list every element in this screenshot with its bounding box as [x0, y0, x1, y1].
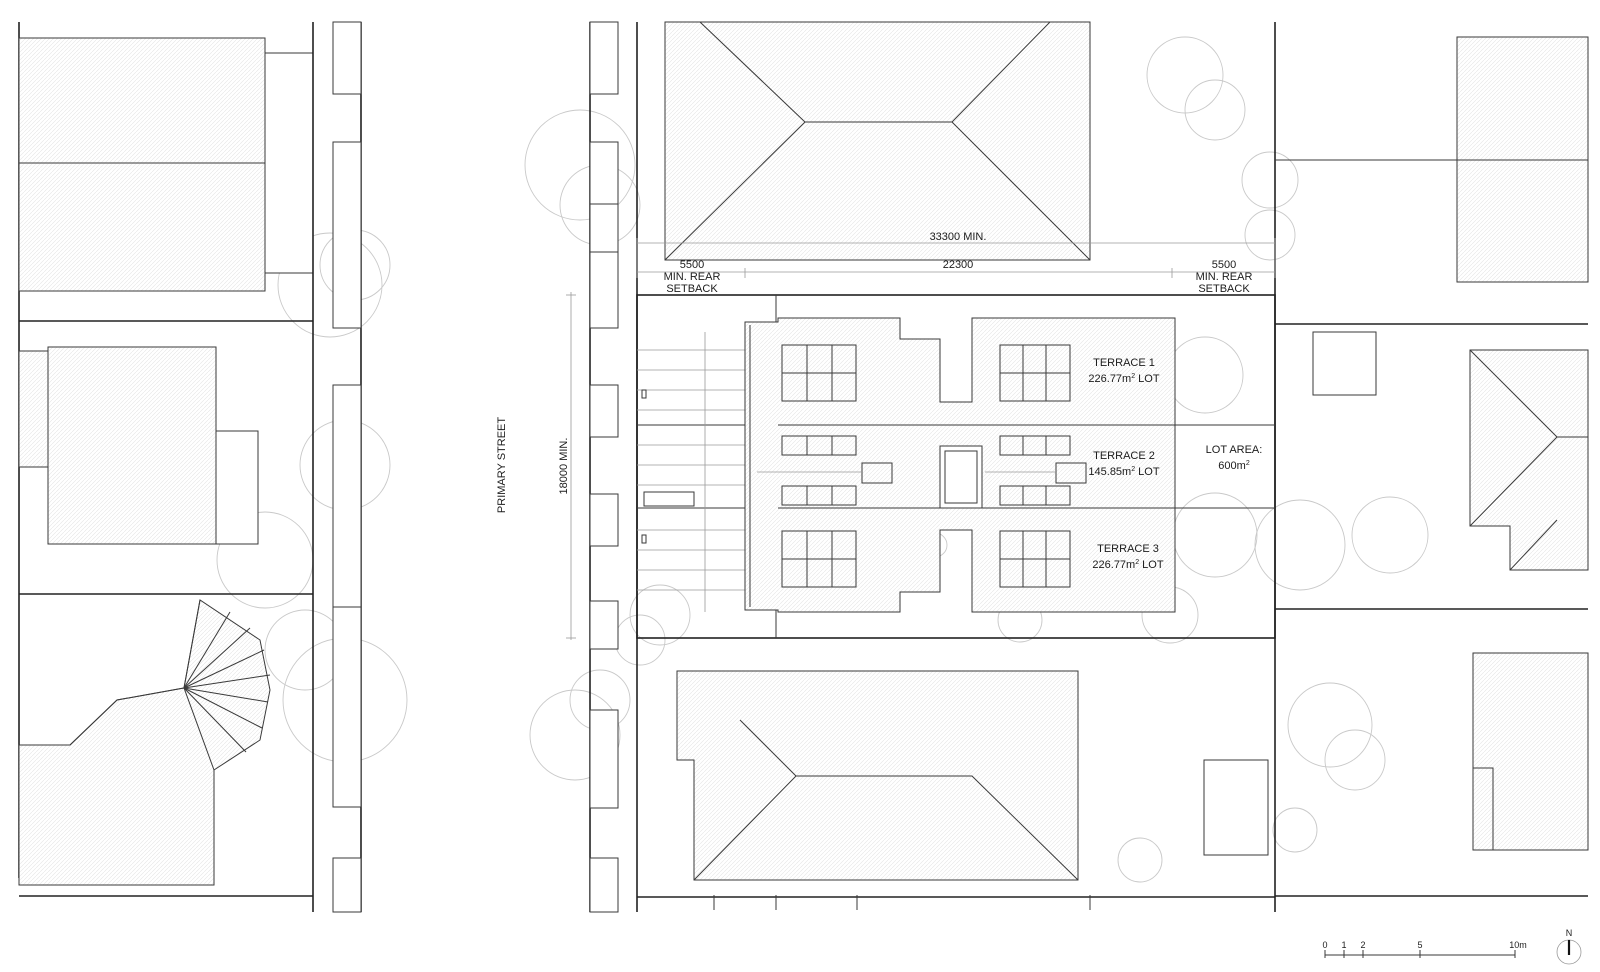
overall-dimension-label: 33300 MIN.	[930, 231, 987, 243]
terrace-2-area: 145.85m2 LOT	[1088, 466, 1159, 478]
terrace-1-area: 226.77m2 LOT	[1088, 373, 1159, 385]
scale-tick-5: 5	[1417, 940, 1422, 950]
setback-left-line2: SETBACK	[666, 283, 718, 295]
north-label: N	[1566, 928, 1573, 938]
setback-right-line1: MIN. REAR	[1196, 271, 1253, 283]
setback-left-value: 5500	[680, 259, 704, 271]
south-neighbour-house	[637, 670, 1275, 910]
lot-area-value: 600m2	[1218, 460, 1250, 472]
terrace-3-name: TERRACE 3	[1097, 543, 1159, 555]
north-arrow-icon: N	[1556, 928, 1582, 965]
subject-site	[636, 294, 1276, 639]
street-footpaths	[312, 21, 638, 913]
scale-tick-0: 0	[1322, 940, 1327, 950]
street-label: PRIMARY STREET	[496, 417, 508, 513]
north-neighbour-house	[664, 21, 1091, 261]
right-neighbour-lots	[1274, 22, 1589, 912]
terrace-2-name: TERRACE 2	[1093, 450, 1155, 462]
setback-right-value: 5500	[1212, 259, 1236, 271]
terrace-3-area: 226.77m2 LOT	[1092, 559, 1163, 571]
scale-tick-10: 10m	[1509, 940, 1527, 950]
middle-dimension-label: 22300	[943, 259, 974, 271]
scale-tick-1: 1	[1341, 940, 1346, 950]
left-neighbour-lots	[18, 22, 314, 897]
setback-right-line2: SETBACK	[1198, 283, 1250, 295]
frontage-dimension-label: 18000 MIN.	[558, 438, 570, 495]
setback-left-line1: MIN. REAR	[664, 271, 721, 283]
terrace-1-name: TERRACE 1	[1093, 357, 1155, 369]
scale-bar: 0 1 2 5 10m	[1322, 940, 1527, 958]
scale-tick-2: 2	[1360, 940, 1365, 950]
dimension-lines	[566, 238, 1276, 640]
lot-area-label: LOT AREA:	[1206, 444, 1263, 456]
